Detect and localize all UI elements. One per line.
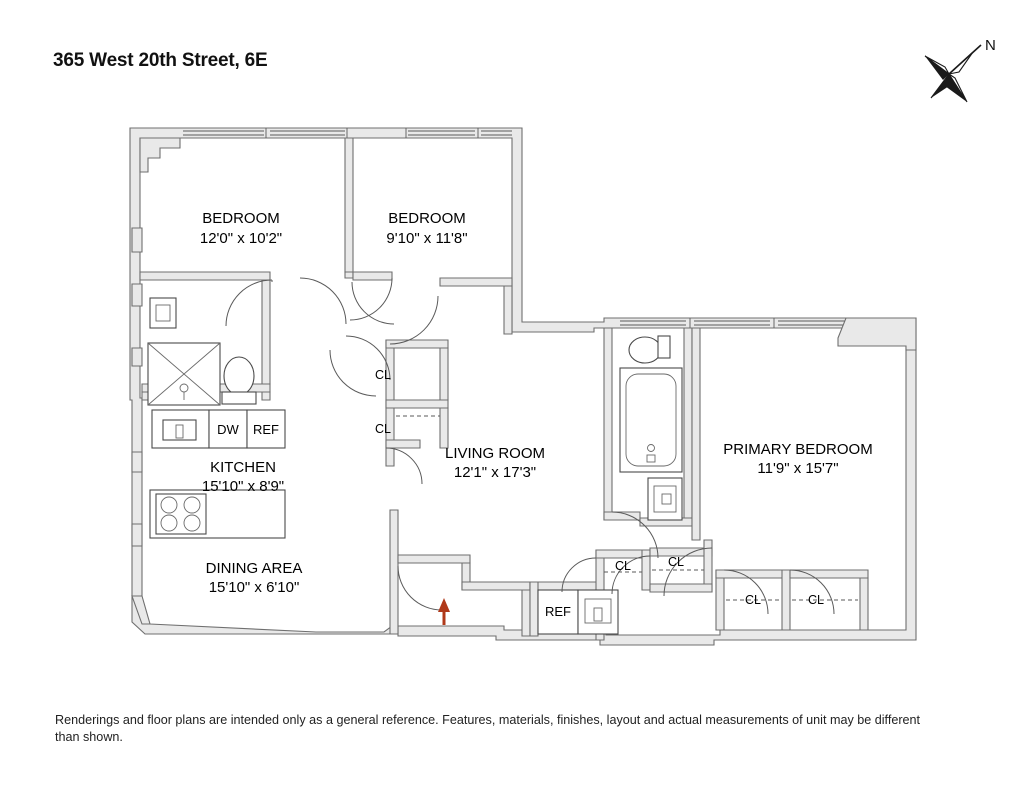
room-name-bedroom-2: BEDROOM	[388, 210, 466, 227]
compass-north-label: N	[985, 37, 996, 54]
toilet-icon	[628, 336, 662, 364]
outline-detail	[131, 137, 181, 625]
room-dim-kitchen: 15'10" x 8'9"	[202, 478, 284, 495]
closet-label-6: CL	[808, 593, 824, 607]
closet-label-1: CL	[375, 368, 391, 382]
page-title: 365 West 20th Street, 6E	[53, 50, 268, 71]
floorplan-drawing: DW REF REF	[129, 127, 917, 646]
closet-label-2: CL	[375, 422, 391, 436]
entry-sink-counter	[577, 589, 619, 635]
wall-cabinet	[149, 297, 177, 329]
room-name-dining-area: DINING AREA	[206, 560, 303, 577]
entry-appliances: REF	[537, 589, 619, 635]
refrigerator-entry-label: REF	[545, 604, 571, 619]
dishwasher-label: DW	[217, 422, 239, 437]
kitchen-fixtures: DW REF	[147, 297, 286, 539]
toilet-icon	[223, 356, 255, 396]
room-name-bedroom-1: BEDROOM	[202, 210, 280, 227]
room-dim-primary-bedroom: 11'9" x 15'7"	[757, 460, 838, 477]
closet-shelves	[396, 415, 858, 601]
compass-star-icon	[924, 44, 982, 103]
room-dim-living-room: 12'1" x 17'3"	[454, 464, 536, 481]
refrigerator-entry	[537, 589, 579, 635]
windows-top	[183, 128, 512, 138]
room-name-kitchen: KITCHEN	[210, 459, 276, 476]
room-name-living-room: LIVING ROOM	[445, 445, 545, 462]
windows-right	[620, 318, 846, 328]
closet-labels: CL CL CL CL CL CL	[375, 368, 824, 607]
door-swings	[225, 277, 835, 615]
cooktop	[155, 493, 207, 535]
room-name-primary-bedroom: PRIMARY BEDROOM	[723, 441, 872, 458]
entry-arrow	[438, 598, 450, 625]
refrigerator-kitchen	[246, 409, 286, 449]
room-dim-bedroom-1: 12'0" x 10'2"	[200, 230, 282, 247]
closet-label-4: CL	[668, 555, 684, 569]
bathtub	[619, 367, 683, 473]
dishwasher	[208, 409, 248, 449]
disclaimer-text: Renderings and floor plans are intended …	[55, 713, 921, 744]
room-labels: BEDROOM 12'0" x 10'2" BEDROOM 9'10" x 11…	[200, 210, 873, 596]
compass-rose: N	[924, 37, 996, 103]
sink-basin	[162, 419, 197, 441]
refrigerator-kitchen-label: REF	[253, 422, 279, 437]
closet-label-5: CL	[745, 593, 761, 607]
closet-label-3: CL	[615, 559, 631, 573]
vanity-sink	[647, 477, 683, 521]
room-dim-bedroom-2: 9'10" x 11'8"	[386, 230, 467, 247]
room-dim-dining-area: 15'10" x 6'10"	[209, 579, 300, 596]
bath-fixtures	[619, 335, 683, 521]
